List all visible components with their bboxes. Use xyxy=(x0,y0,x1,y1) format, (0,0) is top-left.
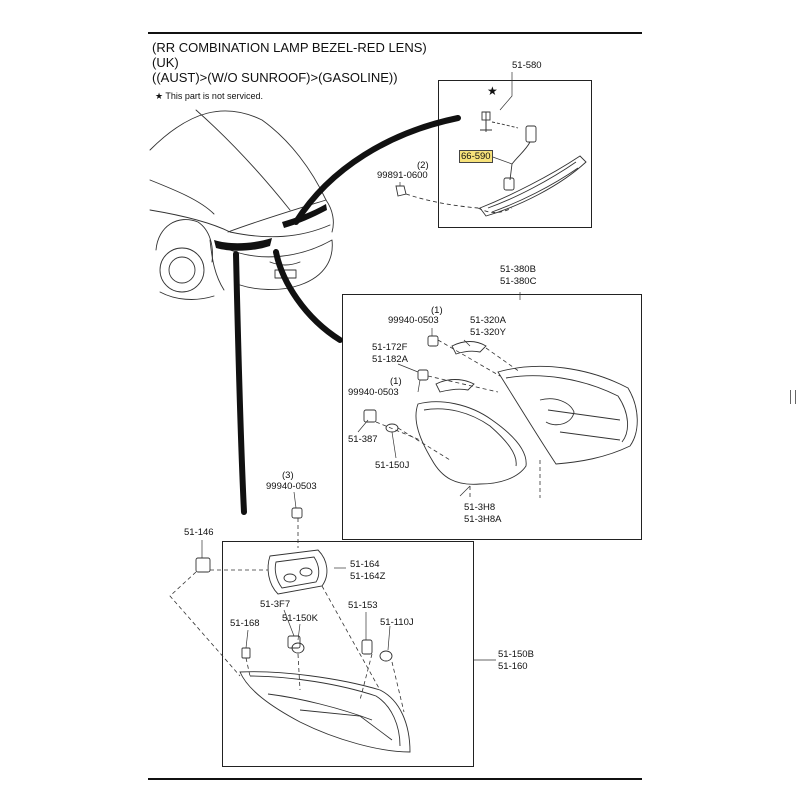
callout-51-320Y: 51-320Y xyxy=(470,327,506,338)
page-edge-mark xyxy=(790,390,796,404)
callout-66-590: 66-590 xyxy=(459,150,493,163)
callout-51-164Z: 51-164Z xyxy=(350,571,386,582)
star-mark: ★ xyxy=(487,84,498,98)
inner-lamp-gasket xyxy=(415,401,527,485)
callout-51-182A: 51-182A xyxy=(372,354,408,365)
callout-51-3H8A: 51-3H8A xyxy=(464,514,502,525)
diagram-title-line2: (UK) xyxy=(152,55,179,70)
callout-51-164: 51-164 xyxy=(350,559,380,570)
callout-51-150K: 51-150K xyxy=(282,613,318,624)
callout-51-160: 51-160 xyxy=(498,661,528,672)
diagram-title-line3: ((AUST)>(W/O SUNROOF)>(GASOLINE)) xyxy=(152,70,398,85)
callout-99940-qty-1: (1) xyxy=(431,305,443,316)
callout-99940-qty-3: (3) xyxy=(282,470,294,481)
leader-high-mount xyxy=(293,115,461,225)
star-icon: ★ xyxy=(155,91,164,101)
car-rear-wheel xyxy=(159,247,205,293)
callout-51-150B: 51-150B xyxy=(498,649,534,660)
callout-51-168: 51-168 xyxy=(230,618,260,629)
callout-99891-0600: 99891-0600 xyxy=(377,170,428,181)
high-mount-lamp-body xyxy=(479,155,587,217)
callout-51-387: 51-387 xyxy=(348,434,378,445)
car-roofline xyxy=(149,110,327,201)
callout-99940-0503-a: 99940-0503 xyxy=(388,315,439,326)
callout-51-146: 51-146 xyxy=(184,527,214,538)
callout-51-320A: 51-320A xyxy=(470,315,506,326)
leader-outer-lamp xyxy=(233,251,247,515)
callout-51-153: 51-153 xyxy=(348,600,378,611)
outer-lamp-gasket xyxy=(267,549,328,595)
car-rear-glass xyxy=(195,109,291,211)
car-body-side xyxy=(149,209,331,238)
callout-99940-qty-2: (1) xyxy=(390,376,402,387)
not-serviced-note: ★ This part is not serviced. xyxy=(155,91,263,102)
leader-inner-lamp xyxy=(273,249,343,343)
diagram-title-line1: (RR COMBINATION LAMP BEZEL-RED LENS) xyxy=(152,40,427,55)
top-rule xyxy=(148,32,642,34)
callout-51-3H8: 51-3H8 xyxy=(464,502,496,513)
callout-51-172F: 51-172F xyxy=(372,342,408,353)
inner-lamp-box xyxy=(342,294,642,540)
callout-99891-qty: (2) xyxy=(417,160,429,171)
callout-51-380C: 51-380C xyxy=(500,276,537,287)
car-lower xyxy=(209,239,225,291)
bottom-rule xyxy=(148,778,642,780)
car-tail-lamp-mark xyxy=(214,238,272,251)
car-rear-wheel-arch xyxy=(155,219,213,263)
callout-99940-0503-b: 99940-0503 xyxy=(348,387,399,398)
outer-lamp-lens xyxy=(239,671,411,753)
outer-lamp-box xyxy=(222,541,474,767)
not-serviced-text: This part is not serviced. xyxy=(165,91,263,101)
callout-51-380B: 51-380B xyxy=(500,264,536,275)
callout-51-580: 51-580 xyxy=(512,60,542,71)
car-bumper xyxy=(229,239,333,290)
car-trunk xyxy=(227,199,334,233)
inner-lamp-lens xyxy=(497,365,638,465)
callout-51-150J: 51-150J xyxy=(375,460,410,471)
callout-51-110J: 51-110J xyxy=(380,617,414,628)
callout-51-3F7: 51-3F7 xyxy=(260,599,291,610)
callout-99940-0503-c: 99940-0503 xyxy=(266,481,317,492)
high-mount-lamp-box xyxy=(438,80,592,228)
